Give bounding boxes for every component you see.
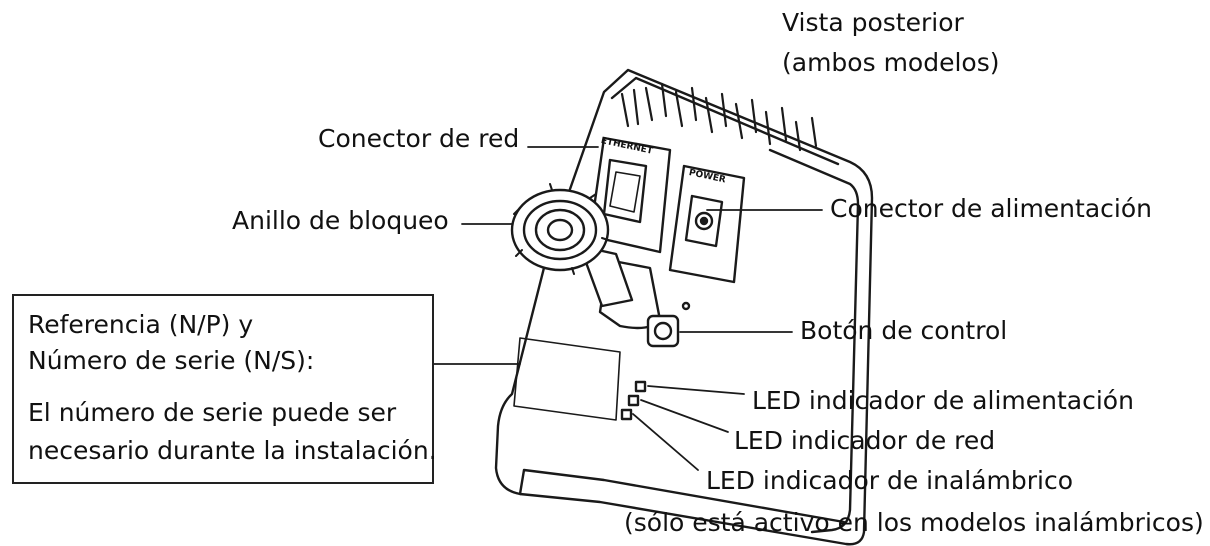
ethernet-port-inner <box>609 171 641 213</box>
leader-lines <box>433 146 823 471</box>
serial-box-line1: Referencia (N/P) y <box>28 310 254 339</box>
control-button-center <box>653 321 673 341</box>
status-hole <box>681 301 691 311</box>
serial-box-line4: necesario durante la instalación. <box>28 436 437 465</box>
body-top-edge <box>610 76 840 166</box>
lock-ring <box>510 183 662 330</box>
network-led-icon <box>627 394 640 407</box>
view-title-line2: (ambos modelos) <box>782 48 1000 77</box>
label-power-connector: Conector de alimentación <box>830 194 1152 223</box>
power-socket-pin <box>699 216 709 226</box>
power-led-icon <box>634 380 647 393</box>
leader-network-led <box>640 399 729 433</box>
control-button <box>646 314 680 348</box>
label-control-button: Botón de control <box>800 316 1008 345</box>
ethernet-port <box>602 158 648 224</box>
label-network-led: LED indicador de red <box>734 426 996 455</box>
view-title-line1: Vista posterior <box>782 8 964 37</box>
serial-box-line3: El número de serie puede ser <box>28 398 397 427</box>
label-network-connector: Conector de red <box>318 124 520 153</box>
body-bottom-edge <box>518 468 846 524</box>
label-wireless-led: LED indicador de inalámbrico <box>706 466 1074 495</box>
serial-box-line2: Número de serie (N/S): <box>28 346 315 375</box>
power-socket-frame <box>684 194 724 248</box>
leader-wireless-led <box>632 413 699 471</box>
label-wireless-note: (sólo está activo en los modelos inalámb… <box>624 508 1204 537</box>
power-socket <box>694 211 714 231</box>
label-lock-ring: Anillo de bloqueo <box>232 206 449 235</box>
label-power-led: LED indicador de alimentación <box>752 386 1134 415</box>
body-side-edge <box>768 148 860 534</box>
wireless-led-icon <box>620 408 633 421</box>
serial-number-box: Referencia (N/P) y Número de serie (N/S)… <box>12 294 437 484</box>
label-plate <box>513 337 621 421</box>
leader-power-led <box>647 385 745 395</box>
cooling-fins <box>620 82 818 152</box>
power-panel <box>668 164 746 284</box>
